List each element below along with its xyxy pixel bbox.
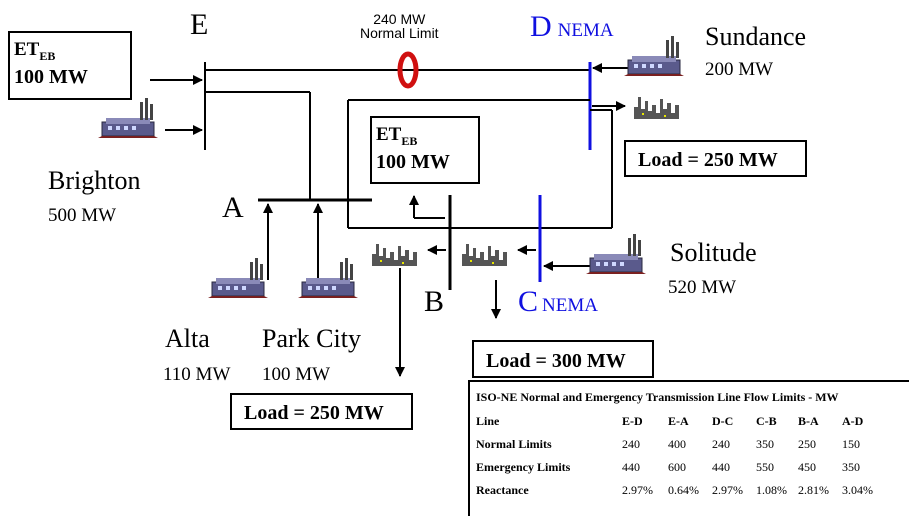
limits-table: Line E-D E-A D-C C-B B-A A-D Normal Limi…	[476, 410, 882, 502]
alta-mw: 110 MW	[163, 364, 231, 385]
limit-ring-icon	[397, 51, 419, 89]
brighton-mw: 500 MW	[48, 205, 117, 226]
parkcity-name: Park City	[262, 324, 361, 353]
limits-table-title: ISO-NE Normal and Emergency Transmission…	[476, 390, 839, 404]
brighton-name: Brighton	[48, 166, 141, 195]
load-c-box: Load = 300 MW	[472, 340, 654, 378]
table-row: Reactance 2.97% 0.64% 2.97% 1.08% 2.81% …	[476, 483, 873, 497]
parkcity-mw: 100 MW	[262, 364, 331, 385]
sundance-plant-icon	[623, 35, 685, 77]
node-b-label: B	[424, 285, 445, 318]
table-row: Emergency Limits 440 600 440 550 450 350	[476, 460, 860, 474]
alta-plant-icon	[207, 257, 269, 299]
parkcity-plant-icon	[297, 257, 359, 299]
table-row: Normal Limits 240 400 240 350 250 150	[476, 437, 860, 451]
brighton-plant-icon	[97, 97, 159, 139]
load-c-city-icon	[462, 244, 507, 266]
load-d-box: Load = 250 MW	[624, 140, 807, 177]
et-box-left: ETEB 100 MW	[8, 31, 132, 100]
limits-table-panel: ISO-NE Normal and Emergency Transmission…	[468, 380, 909, 516]
load-a-city-icon	[372, 244, 417, 266]
et-box-center: ETEB 100 MW	[370, 116, 480, 184]
node-e-label: E	[190, 8, 209, 41]
sundance-name: Sundance	[705, 22, 807, 51]
solitude-mw: 520 MW	[668, 277, 737, 298]
line-limit-label: 240 MW Normal Limit	[360, 11, 439, 41]
node-a-label: A	[222, 191, 244, 224]
solitude-name: Solitude	[670, 238, 757, 267]
alta-name: Alta	[165, 324, 210, 353]
load-a-box: Load = 250 MW	[230, 393, 413, 430]
table-header-row: Line E-D E-A D-C C-B B-A A-D	[476, 414, 864, 428]
solitude-plant-icon	[585, 233, 647, 275]
sundance-mw: 200 MW	[705, 59, 774, 80]
load-d-city-icon	[634, 97, 679, 119]
